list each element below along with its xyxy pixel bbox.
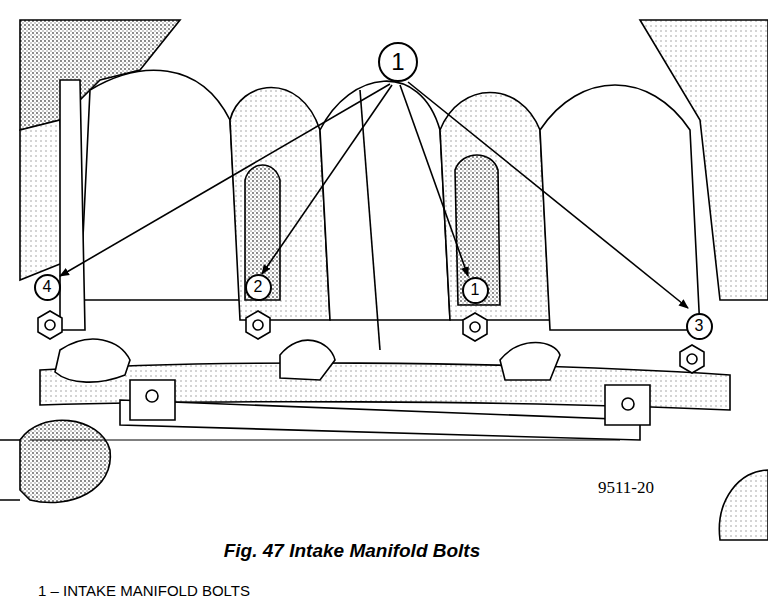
callout-circle: 1 [462,277,489,304]
figure-number: 9511-20 [598,478,654,498]
callout-circle: 2 [245,274,272,301]
callout-circle: 4 [34,274,61,301]
callout-number: 1 [471,282,480,298]
callout-circle: 1 [378,42,418,82]
callout-number: 3 [695,318,704,334]
callout-number: 2 [254,279,263,295]
legend-key: 1 – INTAKE MANIFOLD BOLTS [38,582,250,599]
callout-number: 1 [391,50,404,74]
callout-number: 4 [43,279,52,295]
callout-circle: 3 [686,313,713,340]
figure-caption: Fig. 47 Intake Manifold Bolts [224,540,481,562]
